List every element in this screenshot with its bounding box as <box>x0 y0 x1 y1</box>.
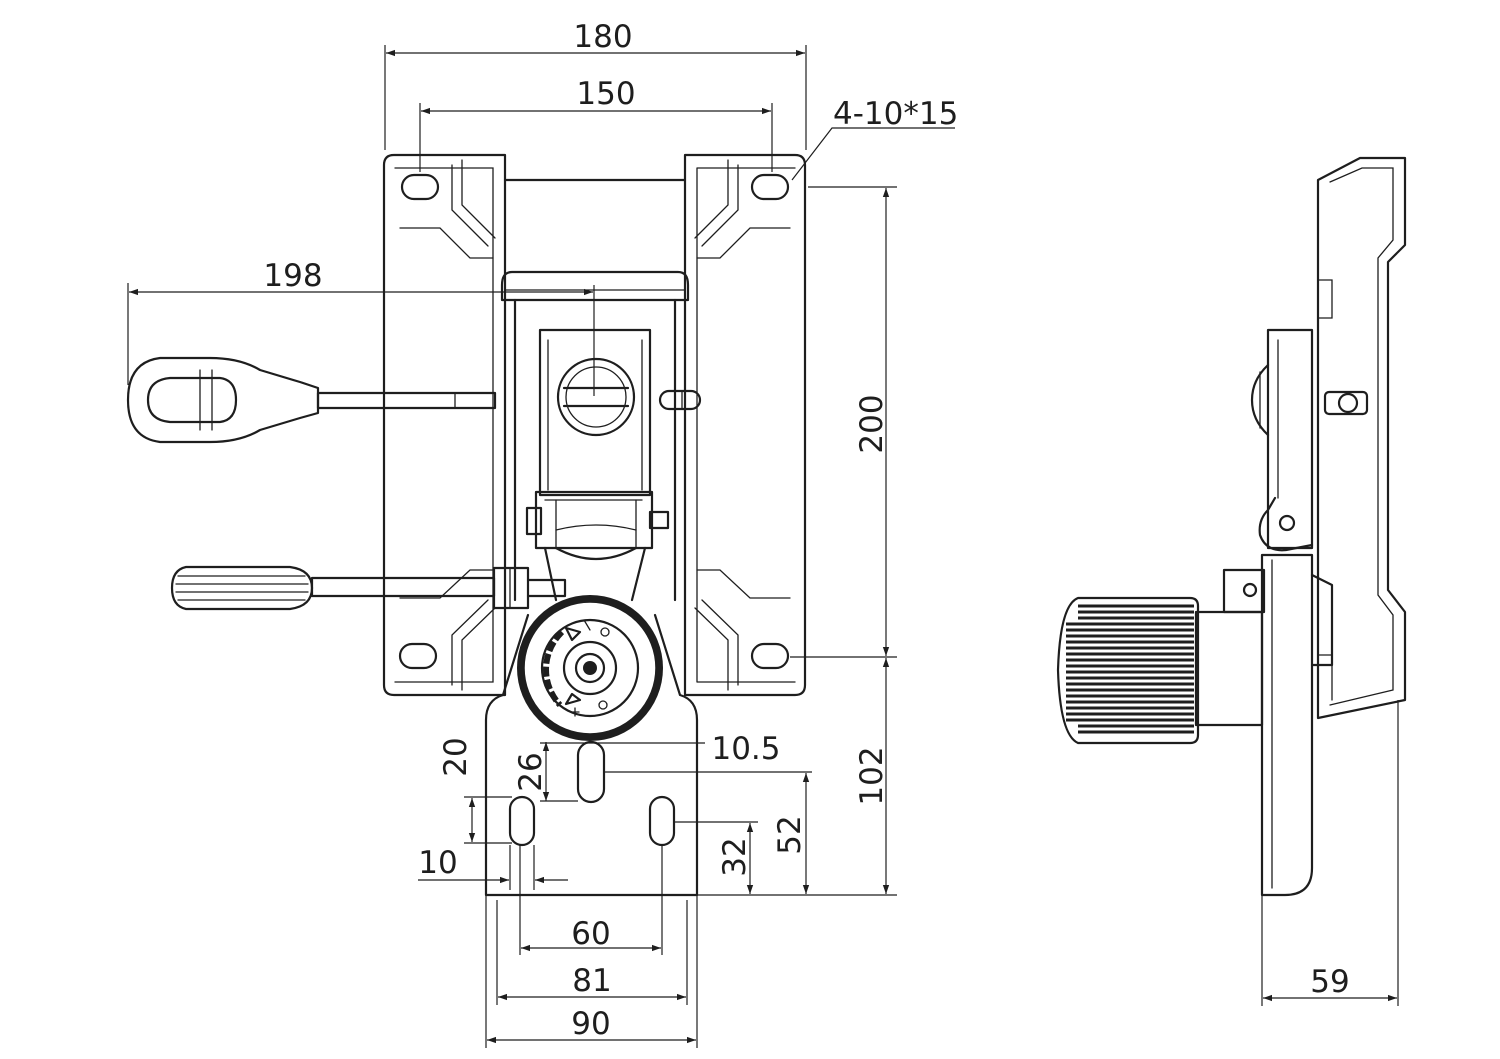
center-body <box>500 178 702 602</box>
dim-slot-width: 10 <box>418 845 457 881</box>
tilt-lock-lever <box>126 356 497 444</box>
base-slot-right <box>648 795 676 847</box>
mounting-hole-bottom-left <box>398 642 438 670</box>
dim-side-depth: 59 <box>1310 964 1349 1000</box>
mounting-hole-top-left <box>400 173 440 201</box>
dim-lever-reach: 198 <box>263 258 322 294</box>
dim-height-main: 200 <box>854 394 890 453</box>
knob-knurling <box>1066 604 1194 734</box>
mounting-hole-bottom-right <box>750 642 790 670</box>
dim-slot-gap: 20 <box>438 737 474 776</box>
adjust-screw <box>556 357 636 437</box>
base-slot-center <box>576 740 606 804</box>
dim-hole-spec: 4-10*15 <box>833 96 958 132</box>
dimensions: 180 150 4-10*15 198 200 102 10.5 26 20 <box>127 19 1399 1048</box>
side-view <box>1056 156 1407 897</box>
dim-height-32: 32 <box>717 837 753 876</box>
dim-height-lower: 102 <box>854 746 890 805</box>
dim-height-52: 52 <box>772 815 808 854</box>
dim-base-outer: 90 <box>571 1006 610 1042</box>
dim-base-inner: 81 <box>572 963 611 999</box>
dim-slot-offset: 10.5 <box>711 731 780 767</box>
front-view <box>126 153 807 897</box>
height-lever <box>170 565 567 611</box>
mounting-hole-top-right <box>750 173 790 201</box>
tension-dial <box>517 595 663 741</box>
dim-width-inner: 150 <box>576 76 635 112</box>
dim-slot-length: 26 <box>513 752 549 791</box>
base-slot-left <box>508 795 536 847</box>
left-flange <box>382 153 507 697</box>
dim-hole-spacing: 60 <box>571 916 610 952</box>
right-flange <box>683 153 807 697</box>
dim-width-outer: 180 <box>573 19 632 55</box>
